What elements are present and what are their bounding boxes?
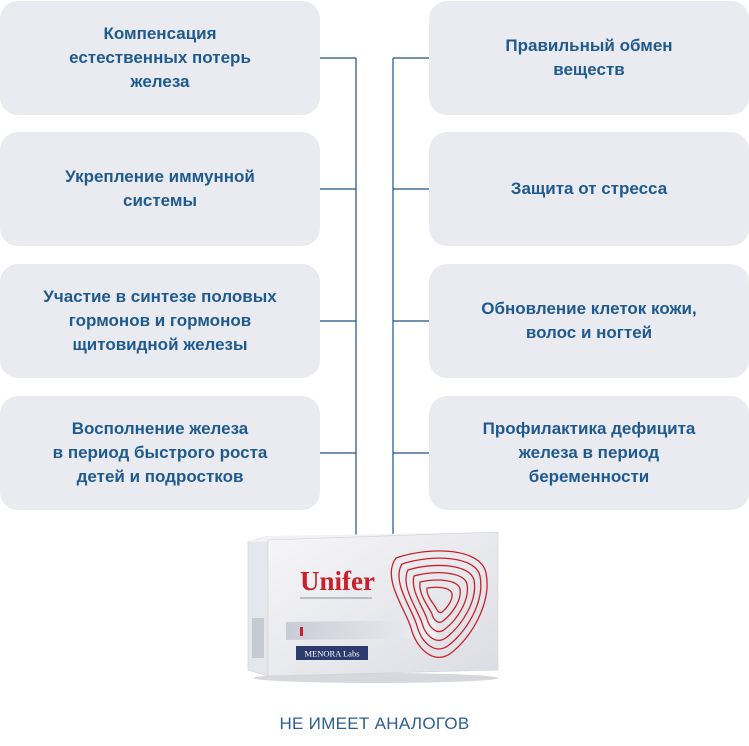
benefit-box-left-3: Участие в синтезе половых гормонов и гор… bbox=[0, 264, 320, 378]
benefit-box-left-2: Укрепление иммунной системы bbox=[0, 132, 320, 246]
benefit-text: Укрепление иммунной системы bbox=[65, 167, 255, 210]
brand-logo-text: Unifer bbox=[300, 566, 375, 596]
product-package-image: Unifer MENORA Labs bbox=[247, 531, 499, 683]
footer-caption: НЕ ИМЕЕТ АНАЛОГОВ bbox=[279, 714, 470, 733]
benefit-box-right-1: Правильный обмен веществ bbox=[429, 1, 749, 115]
benefit-box-right-4: Профилактика дефицита железа в период бе… bbox=[429, 396, 749, 510]
benefit-text: Участие в синтезе половых гормонов и гор… bbox=[43, 287, 277, 354]
benefit-text: Восполнение железа в период быстрого рос… bbox=[52, 419, 268, 486]
benefit-box-left-1: Компенсация естественных потерь железа bbox=[0, 1, 320, 115]
benefit-text: Профилактика дефицита железа в период бе… bbox=[482, 419, 696, 486]
benefit-box-right-2: Защита от стресса bbox=[429, 132, 749, 246]
subbrand-logo-text: MENORA Labs bbox=[304, 649, 359, 659]
benefit-box-left-4: Восполнение железа в период быстрого рос… bbox=[0, 396, 320, 510]
benefit-text: Правильный обмен веществ bbox=[505, 36, 673, 79]
benefit-text: Компенсация естественных потерь железа bbox=[69, 24, 251, 91]
benefit-text: Защита от стресса bbox=[510, 179, 668, 198]
benefit-text: Обновление клеток кожи, волос и ногтей bbox=[481, 299, 697, 342]
red-swirl-graphic bbox=[390, 550, 488, 659]
benefit-box-right-3: Обновление клеток кожи, волос и ногтей bbox=[429, 264, 749, 378]
